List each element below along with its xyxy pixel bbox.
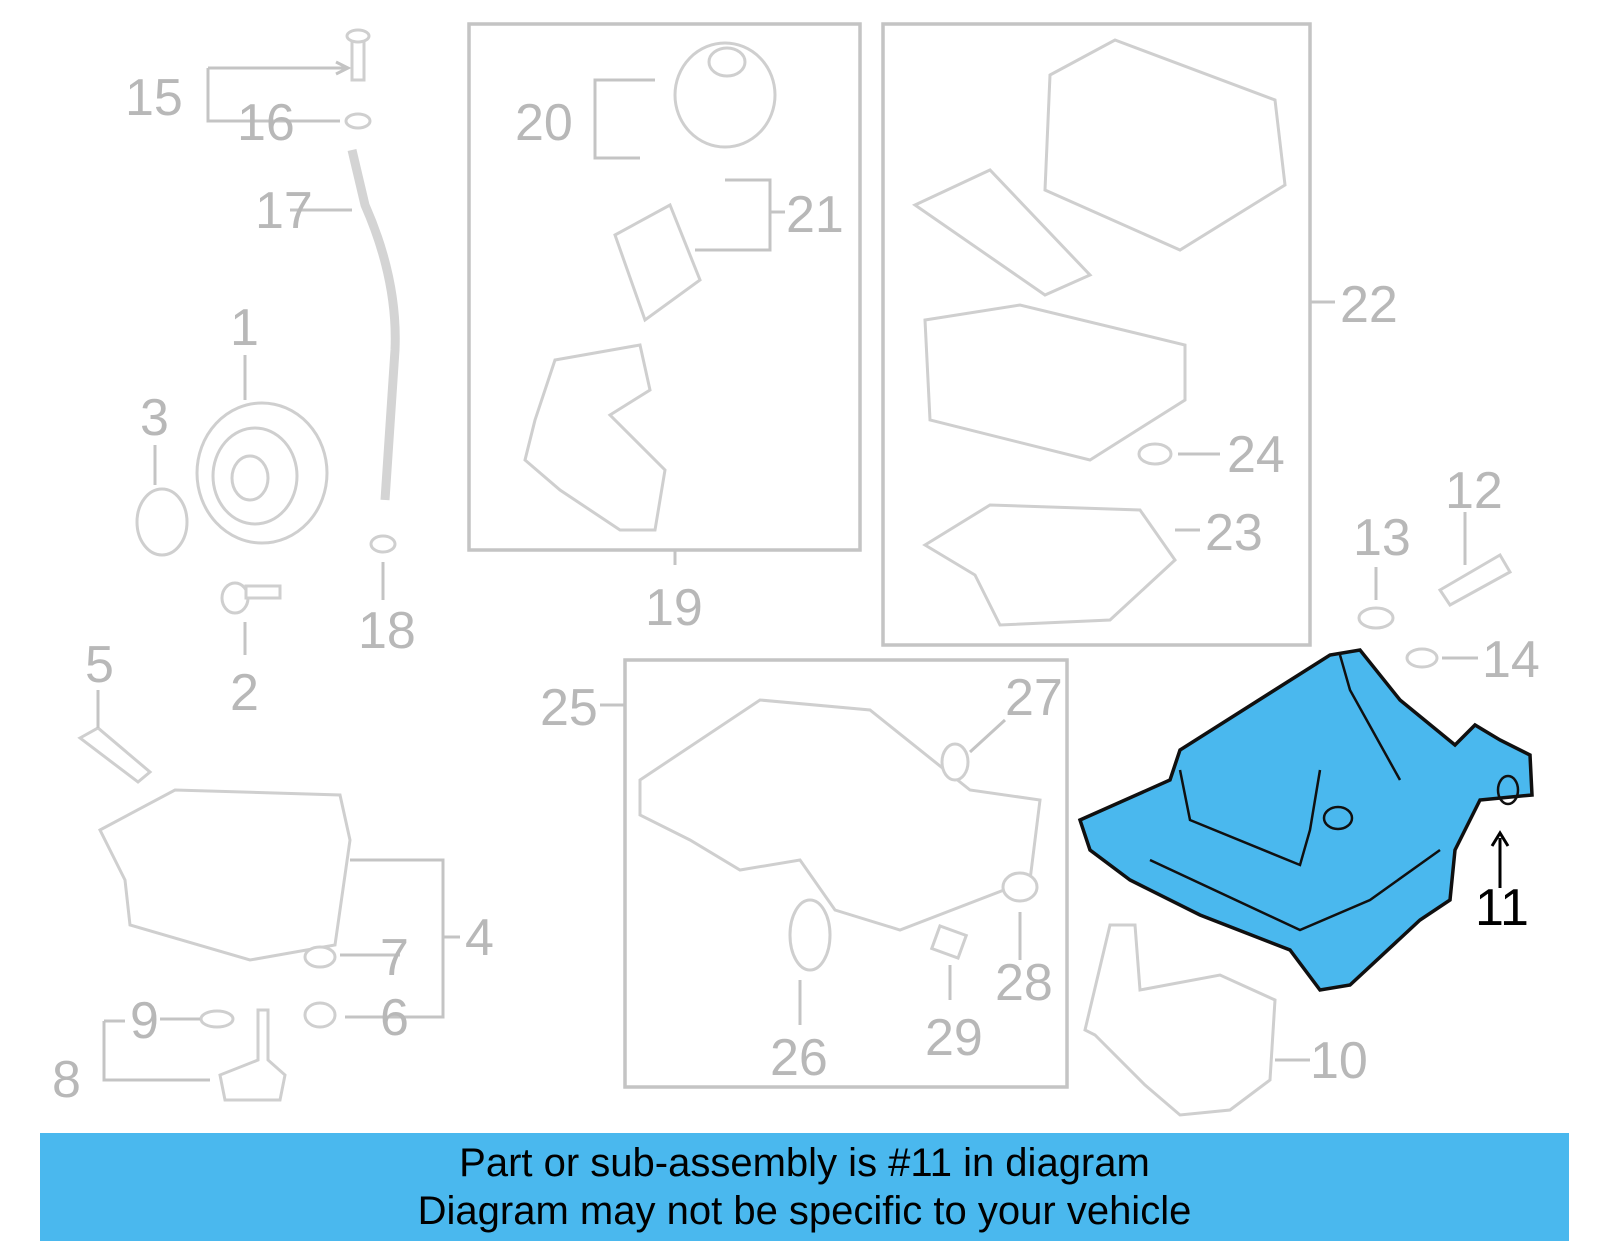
part-7-o-ring [303,945,337,969]
part-19-filter-housing [523,343,667,532]
part-1-pulley [195,401,329,545]
callout-7: 7 [380,929,409,987]
callout-29: 29 [925,1009,983,1067]
callout-25: 25 [540,679,598,737]
info-banner: Part or sub-assembly is #11 in diagram D… [40,1133,1569,1241]
part-13-washer [1357,606,1395,630]
callout-26: 26 [770,1029,828,1087]
callout-10: 10 [1310,1032,1368,1090]
callout-6: 6 [380,989,409,1047]
callout-22: 22 [1340,276,1398,334]
callout-17: 17 [255,182,313,240]
callout-20: 20 [515,94,573,152]
part-8-oil-level-sensor [218,1008,287,1102]
part-14-o-ring [1405,647,1439,669]
part-25-intake-manifold [638,698,1042,932]
group-box-19 [467,22,862,552]
part-10-front-cover [1083,923,1277,1117]
callout-13: 13 [1353,509,1411,567]
part-4-oil-pan [98,788,352,962]
callout-3: 3 [140,389,169,447]
part-9-o-ring [199,1009,235,1029]
callout-18: 18 [358,602,416,660]
part-5-sealant-tube [77,726,153,784]
callout-2: 2 [230,664,259,722]
callout-4: 4 [465,909,494,967]
banner-line-1: Part or sub-assembly is #11 in diagram [459,1141,1150,1185]
part-2-bolt [220,581,282,615]
part-17-dipstick-tube [347,148,400,501]
callout-16: 16 [237,94,295,152]
part-28-plug [1001,871,1039,903]
part-6-drain-plug [303,1001,337,1029]
callout-15: 15 [125,69,183,127]
part-23-gasket [922,503,1177,627]
part-24-o-ring [1137,442,1173,466]
part-16-washer [344,112,372,130]
group-box-25 [623,658,1069,1089]
part-3-o-ring [135,487,189,557]
callout-1: 1 [230,299,259,357]
callout-23: 23 [1205,504,1263,562]
part-20-filter-cap [673,41,777,149]
group-box-22 [881,22,1312,647]
part-21-filter-element [613,202,702,323]
callout-5: 5 [85,636,114,694]
part-27-o-ring [940,742,970,782]
callout-14: 14 [1482,631,1540,689]
banner-line-2: Diagram may not be specific to your vehi… [417,1189,1192,1233]
part-15-bolt [345,28,371,82]
part-11-upper-oil-pan [1077,648,1534,992]
callout-9: 9 [130,992,159,1050]
callout-24: 24 [1227,426,1285,484]
part-22-oil-cooler [911,38,1287,462]
part-26-seal [788,898,832,972]
callout-12: 12 [1445,462,1503,520]
callout-27: 27 [1005,669,1063,727]
callout-8: 8 [52,1051,81,1109]
part-12-sealant-tube [1437,552,1513,607]
callout-21: 21 [786,186,844,244]
callout-28: 28 [995,954,1053,1012]
part-29-gasket [929,924,969,960]
callout-11-highlighted: 11 [1475,879,1529,937]
part-18-washer [369,534,397,554]
callout-19: 19 [645,579,703,637]
